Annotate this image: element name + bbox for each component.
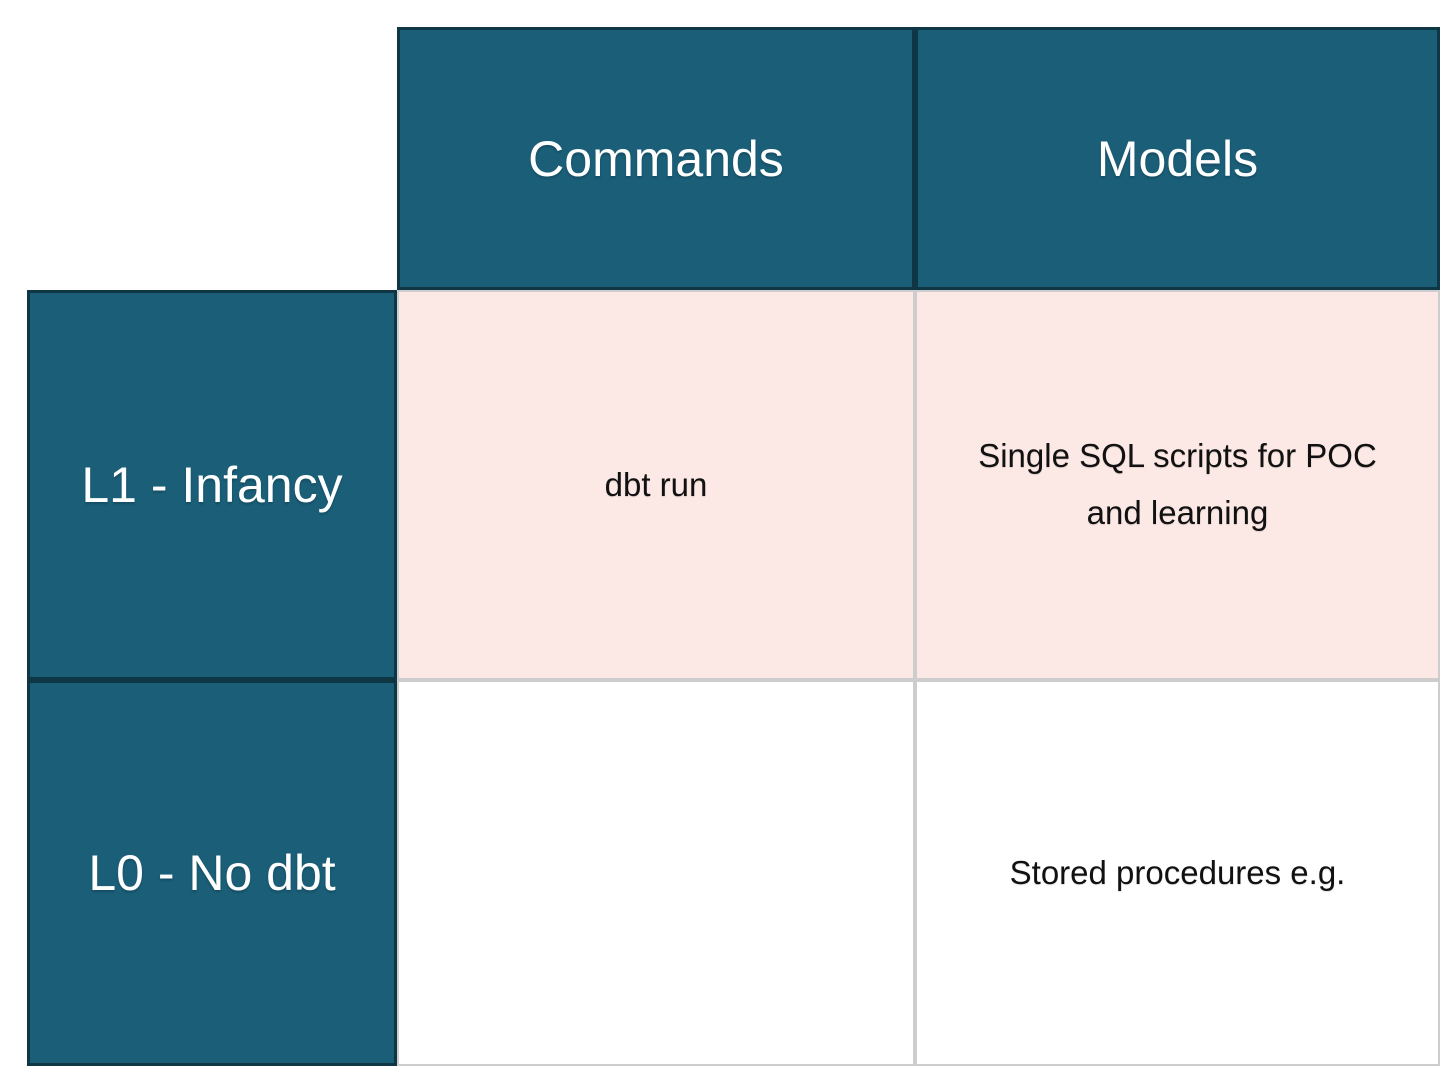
- row-header-l1-infancy-label: L1 - Infancy: [81, 457, 343, 513]
- row-header-l1-infancy: L1 - Infancy: [27, 290, 397, 680]
- dbt-maturity-matrix-table: Commands Models L1 - Infancy dbt run Sin…: [27, 27, 1440, 1066]
- cell-l1-commands-text: dbt run: [604, 465, 708, 503]
- column-header-commands: Commands: [397, 27, 915, 290]
- column-header-models: Models: [915, 27, 1440, 290]
- cell-l0-commands: [397, 680, 915, 1066]
- row-header-l0-no-dbt: L0 - No dbt: [27, 680, 397, 1066]
- cell-l1-commands: dbt run: [397, 290, 915, 680]
- row-header-l0-no-dbt-label: L0 - No dbt: [88, 845, 336, 901]
- corner-spacer: [27, 27, 397, 290]
- cell-l1-models-text: Single SQL scripts for POC and learning: [978, 437, 1377, 531]
- cell-l0-models-text: Stored procedures e.g.: [1009, 853, 1346, 891]
- column-header-models-label: Models: [1096, 130, 1259, 187]
- column-header-commands-label: Commands: [528, 130, 784, 187]
- cell-l0-models: Stored procedures e.g.: [915, 680, 1440, 1066]
- cell-l1-models: Single SQL scripts for POC and learning: [915, 290, 1440, 680]
